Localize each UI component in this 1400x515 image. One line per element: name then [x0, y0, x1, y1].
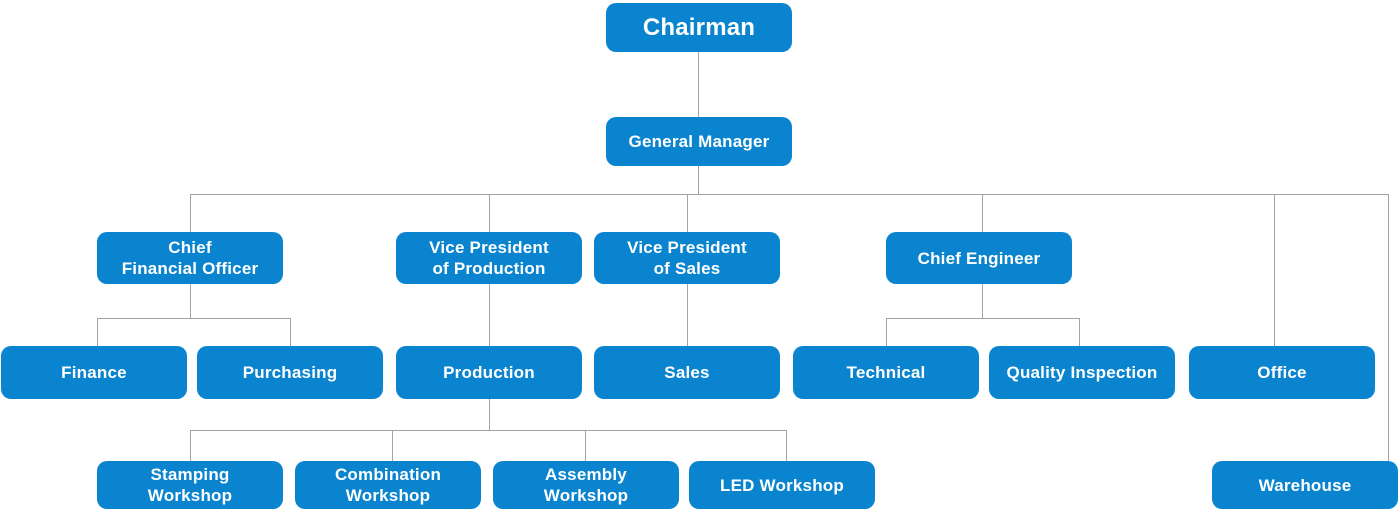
node-label: Stamping — [150, 465, 230, 484]
node-label: Financial Officer — [121, 259, 259, 278]
connector-bus-warehouse — [1388, 194, 1389, 461]
connector-vpp-production — [489, 284, 490, 346]
connector-bus-assembly — [585, 430, 586, 461]
node-label: Vice President — [627, 238, 747, 257]
connector-bus-combination — [392, 430, 393, 461]
node-label: of Sales — [653, 259, 721, 278]
connector-ce-bus — [886, 318, 1079, 319]
connector-cfo-bus — [97, 318, 290, 319]
node-production: Production — [396, 346, 582, 399]
connector-bus-led — [786, 430, 787, 461]
node-label: Vice President — [429, 238, 549, 257]
connector-production-subbus — [489, 399, 490, 430]
node-label: Quality Inspection — [1006, 363, 1158, 382]
node-technical: Technical — [793, 346, 979, 399]
node-label: Purchasing — [242, 363, 338, 382]
node-vp-production: Vice President of Production — [396, 232, 582, 284]
node-label: Chairman — [642, 13, 756, 41]
node-label: General Manager — [628, 132, 770, 151]
node-label: Workshop — [543, 486, 629, 505]
node-finance: Finance — [1, 346, 187, 399]
connector-bus-stamping — [190, 430, 191, 461]
connector-gm-bus — [698, 166, 699, 194]
connector-bus-purchasing — [290, 318, 291, 346]
connector-cfo-subbus — [190, 284, 191, 318]
connector-bus-cfo — [190, 194, 191, 232]
node-label: Technical — [846, 363, 926, 382]
connector-vps-sales — [687, 284, 688, 346]
connector-bus-vp-sales — [687, 194, 688, 232]
node-label: Combination — [334, 465, 442, 484]
node-quality-inspection: Quality Inspection — [989, 346, 1175, 399]
node-chief-financial-officer: Chief Financial Officer — [97, 232, 283, 284]
connector-bus-office — [1274, 194, 1275, 346]
connector-bus-chief-engineer — [982, 194, 983, 232]
node-label: Workshop — [345, 486, 431, 505]
node-label: LED Workshop — [720, 475, 844, 495]
node-sales: Sales — [594, 346, 780, 399]
node-label: Assembly — [545, 465, 627, 484]
connector-gm-main-bus — [190, 194, 1388, 195]
node-chief-engineer: Chief Engineer — [886, 232, 1072, 284]
connector-ce-subbus — [982, 284, 983, 318]
node-combination-workshop: Combination Workshop — [295, 461, 481, 509]
node-warehouse: Warehouse — [1212, 461, 1398, 509]
connector-chairman-gm — [698, 52, 699, 117]
connector-bus-quality — [1079, 318, 1080, 346]
connector-workshop-bus — [190, 430, 786, 431]
node-label: Office — [1257, 363, 1307, 382]
node-chairman: Chairman — [606, 3, 792, 52]
node-general-manager: General Manager — [606, 117, 792, 166]
node-stamping-workshop: Stamping Workshop — [97, 461, 283, 509]
node-label: Chief — [168, 238, 212, 257]
node-label: of Production — [432, 259, 546, 278]
node-led-workshop: LED Workshop — [689, 461, 875, 509]
node-label: Finance — [61, 363, 127, 382]
node-label: Warehouse — [1258, 475, 1352, 495]
node-label: Production — [443, 363, 535, 382]
connector-bus-technical — [886, 318, 887, 346]
node-vp-sales: Vice President of Sales — [594, 232, 780, 284]
node-office: Office — [1189, 346, 1375, 399]
connector-bus-finance — [97, 318, 98, 346]
node-label: Sales — [664, 363, 710, 382]
node-label: Chief Engineer — [917, 248, 1041, 268]
connector-bus-vp-production — [489, 194, 490, 232]
node-assembly-workshop: Assembly Workshop — [493, 461, 679, 509]
node-label: Workshop — [147, 486, 233, 505]
node-purchasing: Purchasing — [197, 346, 383, 399]
